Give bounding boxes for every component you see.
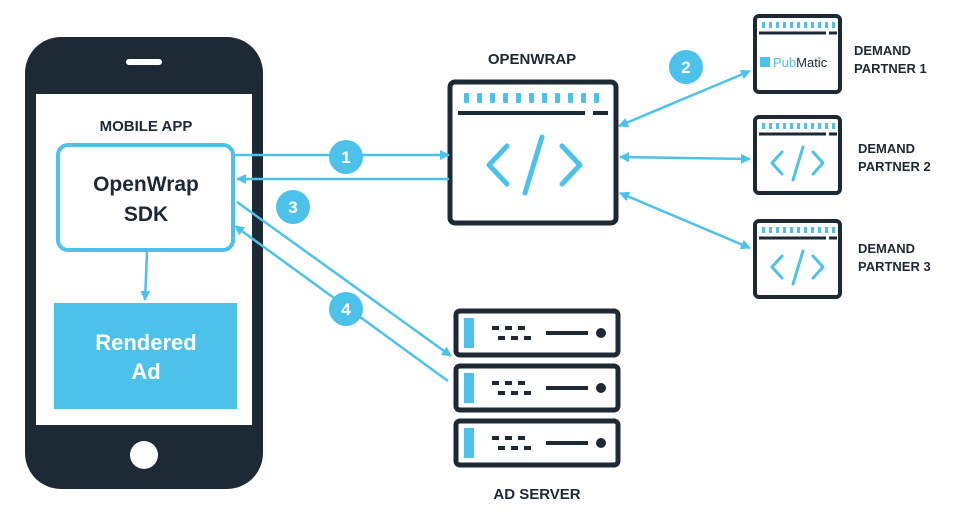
server-rack-icon xyxy=(453,418,621,468)
demand-partner-3-window xyxy=(753,219,842,299)
server-rack-icon xyxy=(453,308,621,358)
server-rack-icon xyxy=(453,363,621,413)
demand-partner-2-label-line2: PARTNER 2 xyxy=(858,159,931,174)
step-4-badge: 4 xyxy=(329,292,363,326)
step-4-request-arrow xyxy=(236,200,452,358)
demand-partner-1-label-line1: DEMAND xyxy=(854,43,911,58)
step-2-badge: 2 xyxy=(669,50,703,84)
step-2-arrow-partner-1 xyxy=(618,69,751,128)
demand-partner-3-label-line1: DEMAND xyxy=(858,241,915,256)
svg-text:1: 1 xyxy=(341,148,350,167)
svg-text:3: 3 xyxy=(288,198,297,217)
demand-partner-2-label-line1: DEMAND xyxy=(858,141,915,156)
code-icon xyxy=(770,145,825,182)
pubmatic-logo: PubMatic xyxy=(760,55,828,70)
ad-server-label: AD SERVER xyxy=(493,486,580,503)
demand-partner-2-window xyxy=(753,115,842,195)
step-2-arrow-partner-3 xyxy=(619,191,751,250)
svg-text:4: 4 xyxy=(341,300,351,319)
openwrap-sdk-box xyxy=(56,143,235,252)
svg-text:2: 2 xyxy=(681,58,690,77)
demand-partner-3-label-line2: PARTNER 3 xyxy=(858,259,931,274)
rendered-ad-label-line2: Ad xyxy=(131,359,160,384)
step-2-arrow-partner-2 xyxy=(619,152,751,164)
sdk-to-rendered-ad-arrow xyxy=(140,251,151,301)
demand-partner-1-window xyxy=(753,14,842,94)
step-3-badge: 3 xyxy=(276,190,310,224)
code-icon xyxy=(486,134,583,196)
step-1-badge: 1 xyxy=(329,140,363,174)
sdk-label-line1: OpenWrap xyxy=(93,173,199,196)
rendered-ad-box xyxy=(54,303,237,409)
svg-text:PubMatic: PubMatic xyxy=(773,55,828,70)
code-icon xyxy=(770,249,825,286)
mobile-app-label: MOBILE APP xyxy=(100,118,193,135)
openwrap-window xyxy=(447,79,619,226)
openwrap-label: OPENWRAP xyxy=(488,51,576,68)
rendered-ad-label-line1: Rendered xyxy=(95,330,196,355)
demand-partner-1-label-line2: PARTNER 1 xyxy=(854,61,927,76)
smartphone-icon xyxy=(25,37,263,489)
sdk-label-line2: SDK xyxy=(124,203,168,226)
